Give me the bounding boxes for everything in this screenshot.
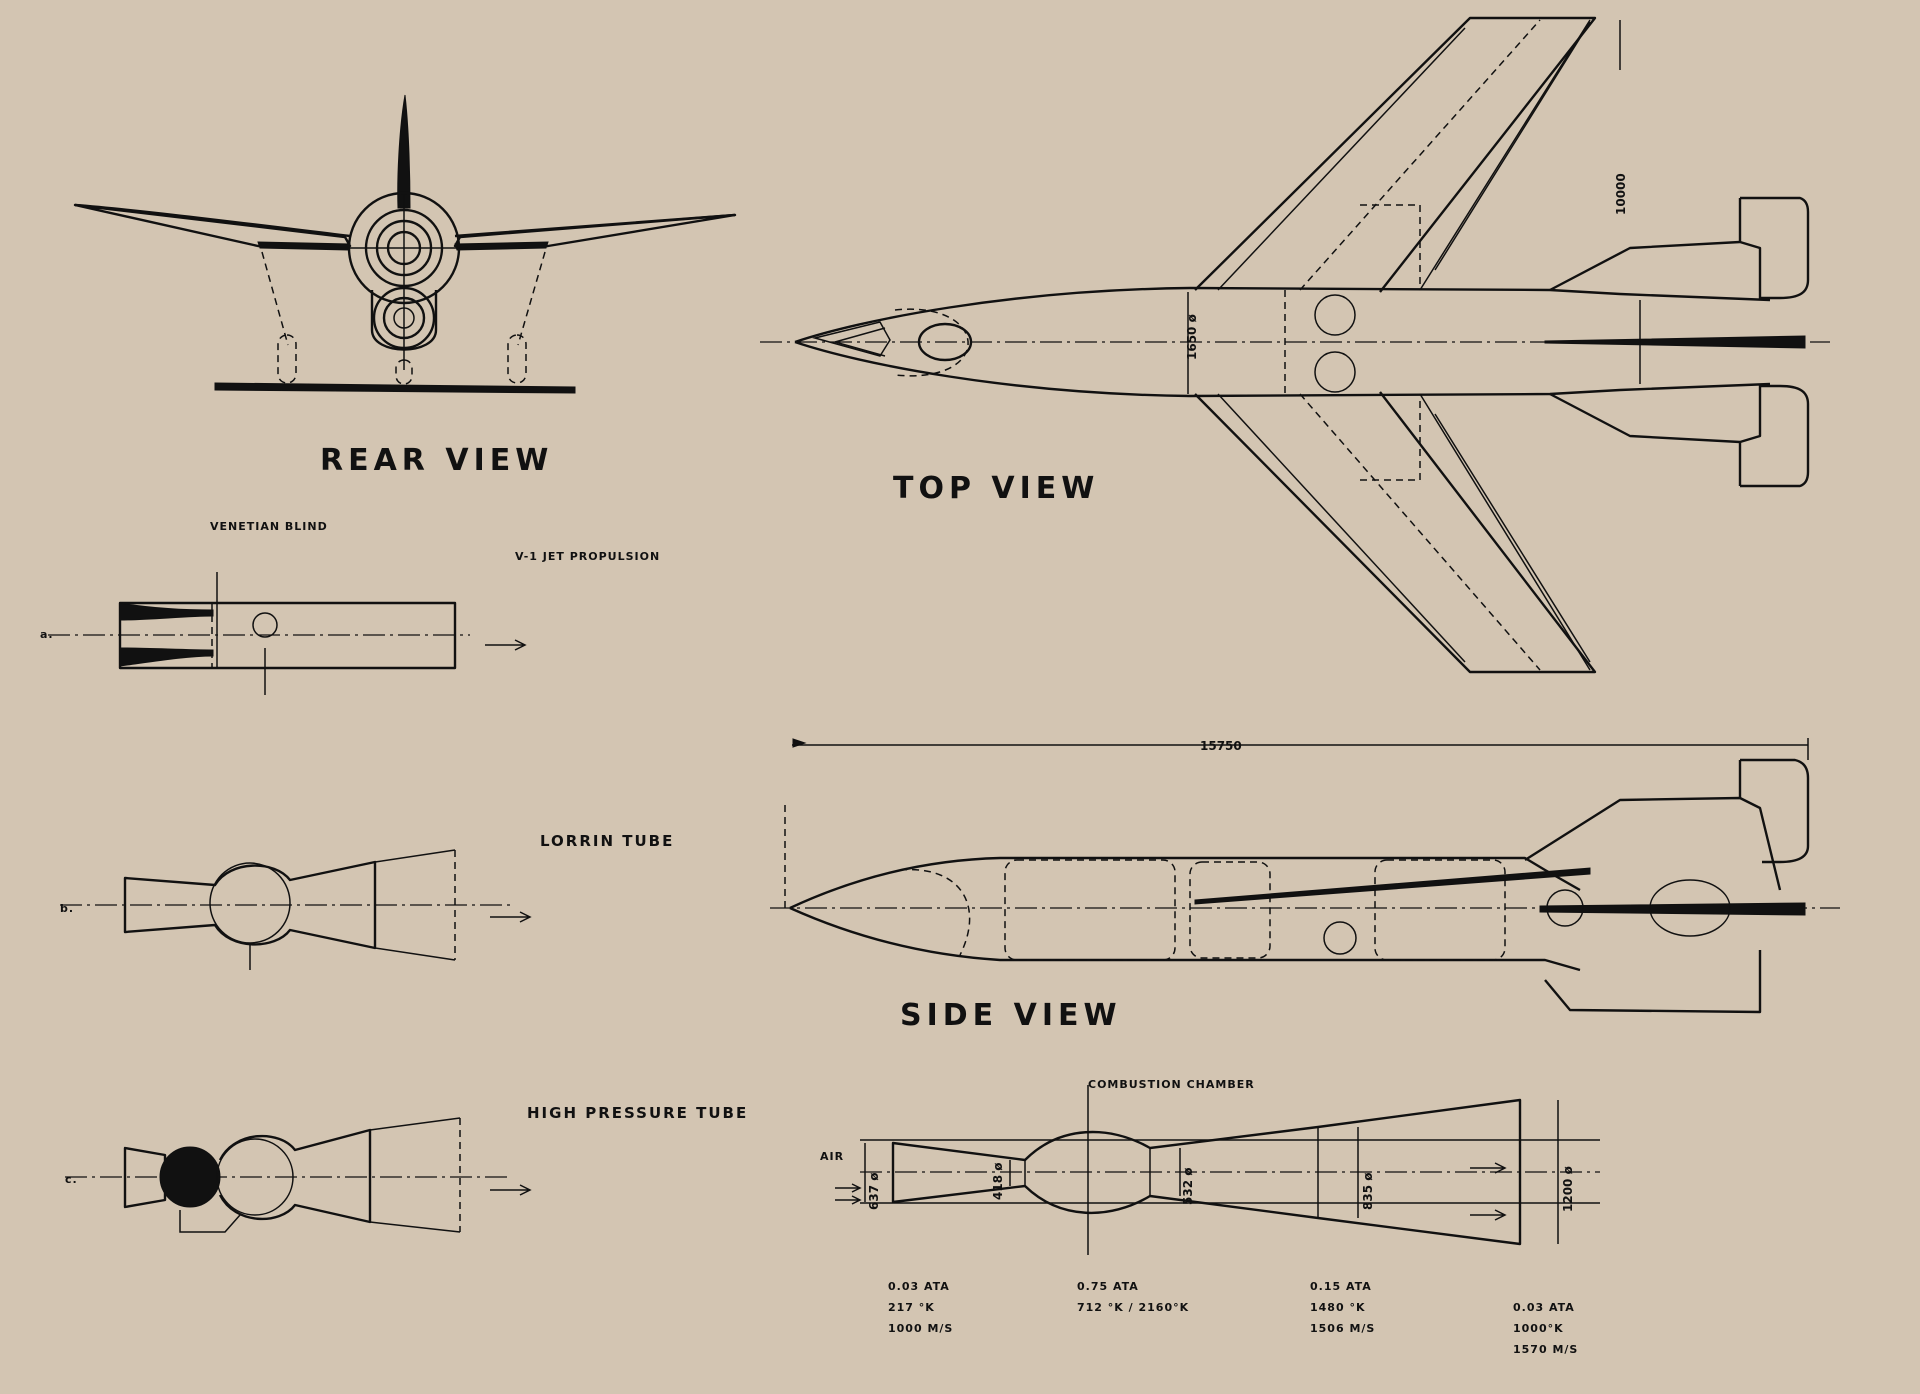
high-pressure-tube-label: HIGH PRESSURE TUBE <box>527 1104 748 1122</box>
top-view-title: TOP VIEW <box>893 471 1099 506</box>
combustion-chamber-diagram <box>835 1085 1600 1255</box>
station-1-pressure: 0.03 ATA <box>888 1280 950 1293</box>
jet-b-letter: b. <box>60 902 74 915</box>
side-view-drawing <box>770 738 1840 1014</box>
combustion-chamber-label: COMBUSTION CHAMBER <box>1088 1078 1255 1091</box>
top-fuselage-dia: 1650 ø <box>1185 314 1199 360</box>
v1-jet-label: V-1 JET PROPULSION <box>515 550 660 563</box>
jet-a-letter: a. <box>40 628 54 641</box>
station-4-speed: 1570 M/S <box>1513 1343 1578 1356</box>
dim-532: 532 ø <box>1181 1168 1195 1205</box>
station-4-temp: 1000°K <box>1513 1322 1564 1335</box>
station-2-pressure: 0.75 ATA <box>1077 1280 1139 1293</box>
jet-c-letter: c. <box>65 1173 78 1186</box>
rear-view-drawing <box>73 94 737 394</box>
dim-1200: 1200 ø <box>1561 1166 1575 1212</box>
station-1-temp: 217 °K <box>888 1301 935 1314</box>
rear-view-title: REAR VIEW <box>320 443 553 478</box>
lorrin-tube-diagram <box>60 849 532 970</box>
venetian-blind-diagram <box>48 572 527 695</box>
venetian-blind-label: VENETIAN BLIND <box>210 520 328 533</box>
station-4-pressure: 0.03 ATA <box>1513 1301 1575 1314</box>
dim-835: 835 ø <box>1361 1173 1375 1210</box>
lorrin-tube-label: LORRIN TUBE <box>540 832 674 850</box>
high-pressure-tube-diagram <box>65 1117 532 1233</box>
side-length-dim: 15750 <box>1200 739 1242 753</box>
top-view-drawing: 1650 ø 10000 <box>760 16 1830 674</box>
station-1-speed: 1000 M/S <box>888 1322 953 1335</box>
dim-418: 418 ø <box>991 1163 1005 1200</box>
station-3-temp: 1480 °K <box>1310 1301 1365 1314</box>
station-2-temp: 712 °K / 2160°K <box>1077 1301 1189 1314</box>
station-3-pressure: 0.15 ATA <box>1310 1280 1372 1293</box>
side-view-title: SIDE VIEW <box>900 998 1122 1033</box>
dim-637: 637 ø <box>867 1173 881 1210</box>
station-3-speed: 1506 M/S <box>1310 1322 1375 1335</box>
top-span-dim: 10000 <box>1614 173 1628 215</box>
air-label: AIR <box>820 1150 844 1163</box>
